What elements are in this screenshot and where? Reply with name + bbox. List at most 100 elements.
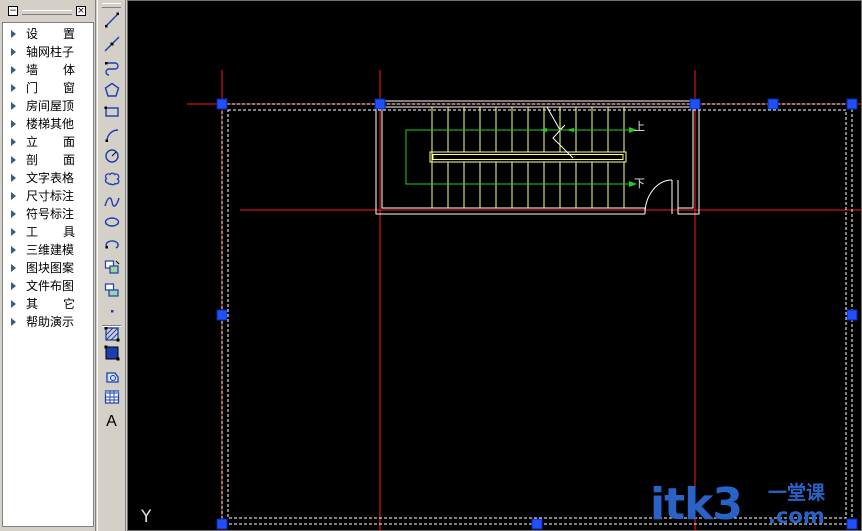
menu-item-label: 轴网柱子	[26, 45, 75, 59]
circle-tool-button[interactable]	[101, 149, 122, 167]
selection-grip[interactable]	[846, 518, 858, 530]
stair-up-label: 上	[634, 120, 645, 133]
menu-item[interactable]: 帮助演示	[3, 313, 93, 331]
selection-grip[interactable]	[216, 98, 228, 110]
stair-down-label: 下	[634, 177, 645, 190]
selection-grip[interactable]	[216, 518, 228, 530]
menu-item-label: 三维建模	[26, 243, 75, 257]
toolbar-separator	[102, 325, 121, 327]
menu-item-label: 文字表格	[26, 171, 75, 185]
menu-item[interactable]: 三维建模	[3, 241, 93, 259]
selection-grip[interactable]	[216, 309, 228, 321]
screen-menu-panel: − × 设 置轴网柱子墙 体门 窗房间屋顶楼梯其他立 面剖 面文字表格尺寸标注符…	[0, 0, 96, 531]
selection-grip[interactable]	[689, 98, 701, 110]
menu-item[interactable]: 房间屋顶	[3, 97, 93, 115]
menu-item[interactable]: 其 它	[3, 295, 93, 313]
spline-tool-button[interactable]	[101, 195, 122, 213]
gradient-tool-button[interactable]	[101, 345, 122, 364]
region-tool-button[interactable]	[101, 370, 122, 388]
menu-item-label: 其 它	[26, 297, 75, 311]
stair-break-line	[546, 106, 574, 159]
menu-item[interactable]: 剖 面	[3, 151, 93, 169]
spline-icon	[103, 194, 120, 214]
menu-item-label: 剖 面	[26, 153, 75, 167]
menu-item[interactable]: 尺寸标注	[3, 187, 93, 205]
revision-cloud-tool-button[interactable]	[101, 172, 122, 190]
ellipse-arc-tool-button[interactable]	[101, 238, 122, 256]
menu-title-bar[interactable]: − ×	[4, 6, 92, 20]
menu-item[interactable]: 符号标注	[3, 205, 93, 223]
expand-arrow-icon	[11, 174, 16, 182]
selection-grip[interactable]	[767, 98, 779, 110]
menu-item-label: 墙 体	[26, 63, 75, 77]
expand-arrow-icon	[11, 30, 16, 38]
table-tool-button[interactable]	[101, 390, 122, 408]
ucs-y-axis-label: Y	[141, 507, 152, 527]
ellipse-icon	[104, 214, 120, 234]
polygon-icon	[104, 82, 120, 102]
menu-item-label: 图块图案	[26, 261, 75, 275]
revision-cloud-icon	[104, 171, 120, 191]
floor-plan-drawing[interactable]	[127, 0, 862, 531]
menu-item[interactable]: 图块图案	[3, 259, 93, 277]
door-swing-arc	[644, 179, 673, 215]
circle-icon	[104, 148, 120, 168]
selection-grip[interactable]	[846, 98, 858, 110]
selected-boundary-inner	[227, 109, 847, 519]
handrail-inner	[432, 154, 624, 160]
menu-item[interactable]: 工 具	[3, 223, 93, 241]
walk-direction-line	[405, 129, 629, 185]
direction-arrowhead-icon	[539, 128, 547, 132]
expand-arrow-icon	[11, 210, 16, 218]
selection-grip[interactable]	[846, 309, 858, 321]
expand-arrow-icon	[11, 66, 16, 74]
point-icon	[104, 303, 120, 323]
point-tool-button[interactable]	[101, 304, 122, 322]
menu-item[interactable]: 墙 体	[3, 61, 93, 79]
menu-item-label: 房间屋顶	[26, 99, 75, 113]
site-watermark: itk3 一堂课 .com	[650, 480, 862, 531]
expand-arrow-icon	[11, 120, 16, 128]
insert-block-tool-button[interactable]	[101, 260, 122, 278]
selection-grip[interactable]	[374, 98, 386, 110]
stairwell-wall-inner	[382, 106, 694, 209]
handrail-outer	[429, 151, 627, 163]
rectangle-tool-button[interactable]	[101, 105, 122, 123]
polygon-tool-button[interactable]	[101, 82, 122, 102]
menu-item[interactable]: 文字表格	[3, 169, 93, 187]
ellipse-tool-button[interactable]	[101, 215, 122, 233]
selection-grip[interactable]	[531, 518, 543, 530]
stairwell-wall-outer	[375, 101, 645, 215]
menu-list: 设 置轴网柱子墙 体门 窗房间屋顶楼梯其他立 面剖 面文字表格尺寸标注符号标注工…	[2, 22, 94, 527]
menu-item[interactable]: 设 置	[3, 25, 93, 43]
menu-item-label: 楼梯其他	[26, 117, 75, 131]
expand-arrow-icon	[11, 48, 16, 56]
construction-line-icon	[104, 36, 120, 56]
polyline-icon	[104, 60, 120, 80]
hatch-tool-button[interactable]	[101, 326, 122, 346]
hatch-icon	[104, 326, 120, 346]
toolbar-grip[interactable]	[102, 3, 121, 8]
menu-close-button[interactable]: ×	[76, 6, 86, 16]
expand-arrow-icon	[11, 84, 16, 92]
menu-item[interactable]: 立 面	[3, 133, 93, 151]
arc-tool-button[interactable]	[101, 128, 122, 146]
menu-item[interactable]: 门 窗	[3, 79, 93, 97]
multiline-text-tool-button[interactable]: A	[101, 413, 122, 431]
region-icon	[104, 369, 120, 389]
direction-arrowhead-icon	[629, 181, 637, 187]
menu-collapse-button[interactable]: −	[8, 6, 18, 16]
menu-item[interactable]: 楼梯其他	[3, 115, 93, 133]
drawing-canvas[interactable]: 上 下 Y	[127, 0, 862, 531]
line-tool-button[interactable]	[101, 12, 122, 31]
menu-item-label: 工 具	[26, 225, 75, 239]
construction-line-tool-button[interactable]	[101, 36, 122, 56]
polyline-tool-button[interactable]	[101, 61, 122, 79]
menu-item-label: 文件布图	[26, 279, 75, 293]
menu-item[interactable]: 轴网柱子	[3, 43, 93, 61]
menu-drag-grip[interactable]	[22, 10, 72, 15]
menu-item-label: 立 面	[26, 135, 75, 149]
menu-item[interactable]: 文件布图	[3, 277, 93, 295]
make-block-tool-button[interactable]	[101, 283, 122, 301]
